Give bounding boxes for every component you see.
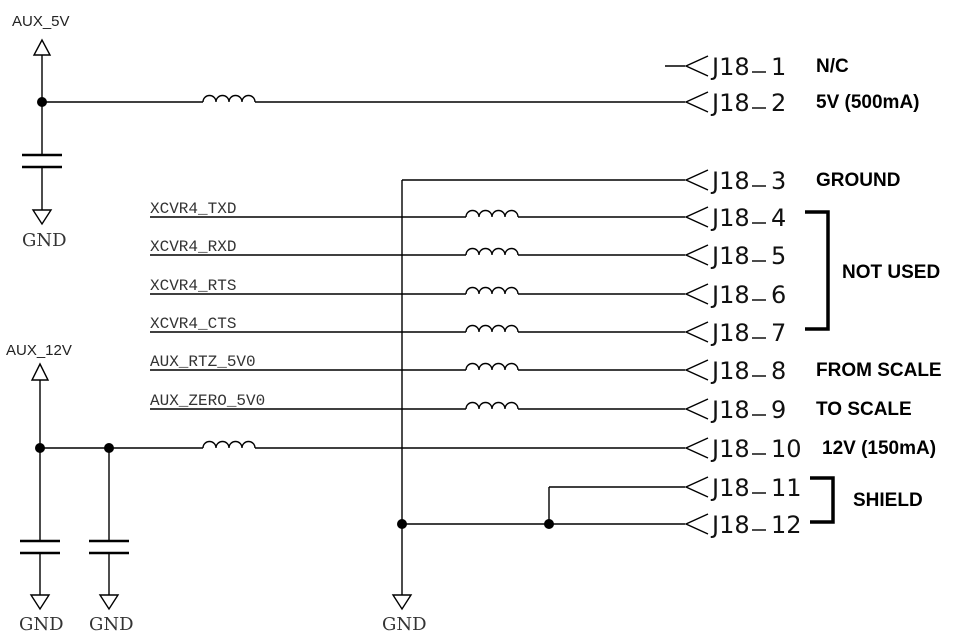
junction-dot [35, 443, 45, 453]
signal-xcvr4-txd: XCVR4_TXD [150, 200, 685, 218]
connector-pin-12: J18 12 [684, 511, 802, 539]
pin-arrow [684, 91, 709, 113]
connector-pin-4: J18 4 [684, 204, 786, 232]
connector-pin-6: J18 6 [684, 281, 786, 309]
ground-symbol-2: GND [19, 594, 64, 635]
signal-xcvr4-rts: XCVR4_RTS [150, 277, 685, 295]
pin-arrow [684, 513, 709, 535]
signal-label: XCVR4_TXD [150, 200, 236, 218]
ground-label: GND [22, 230, 67, 251]
pin-number: 9 [771, 396, 786, 424]
pin-description: 5V (500mA) [816, 92, 920, 113]
pin-ref-label: J18 [710, 89, 750, 117]
pin-arrow [684, 206, 709, 228]
signal-xcvr4-rxd: XCVR4_RXD [150, 238, 685, 256]
aux-5v-power-symbol: AUX_5V [12, 13, 70, 56]
pin-ref-label: J18 [710, 357, 750, 385]
pin-description: 12V (150mA) [822, 438, 936, 459]
group-label-shield: SHIELD [853, 490, 923, 511]
aux-12v-label: AUX_12V [6, 342, 72, 359]
ground-label: GND [382, 614, 427, 635]
connector-pin-11: J18 11 [684, 474, 802, 502]
aux-12v-power-symbol: AUX_12V [6, 342, 72, 381]
pin-description: GROUND [816, 170, 900, 191]
pin-arrow [684, 359, 709, 381]
pin-ref-label: J18 [710, 319, 750, 347]
signal-aux-zero-5v0: AUX_ZERO_5V0 [150, 392, 685, 410]
inductor-aux-5v [202, 94, 256, 103]
junction-dot [37, 97, 47, 107]
connector-pin-8: J18 8 FROM SCALE [684, 357, 942, 385]
bracket-not-used: NOT USED [805, 210, 940, 331]
junction-dot [544, 519, 554, 529]
pin-arrow [684, 476, 709, 498]
pin-arrow [684, 321, 709, 343]
pin-ref-label: J18 [710, 281, 750, 309]
connector-pin-7: J18 7 [684, 319, 786, 347]
pin-arrow [684, 283, 709, 305]
pin-number: 3 [771, 167, 786, 195]
pin-number: 6 [771, 281, 786, 309]
pin-ref-label: J18 [710, 53, 750, 81]
pin-description: TO SCALE [816, 399, 912, 420]
bracket-shield: SHIELD [810, 476, 923, 524]
pin-ref-label: J18 [710, 396, 750, 424]
pin-arrow [684, 169, 709, 191]
pin-arrow [684, 55, 709, 77]
signal-label: XCVR4_RTS [150, 277, 236, 295]
connector-pin-9: J18 9 TO SCALE [684, 396, 912, 424]
ground-symbol-1: GND [22, 209, 67, 251]
connector-pin-2: J18 2 5V (500mA) [684, 89, 920, 117]
signal-label: XCVR4_RXD [150, 238, 236, 256]
connector-pin-5: J18 5 [684, 242, 786, 270]
pin-number: 12 [771, 511, 802, 539]
capacitor-aux-12v-2 [89, 539, 129, 555]
capacitor-aux-5v [22, 153, 62, 169]
pin-ref-label: J18 [710, 167, 750, 195]
ground-label: GND [19, 614, 64, 635]
pin-ref-label: J18 [710, 204, 750, 232]
pin-number: 4 [771, 204, 786, 232]
signal-label: AUX_ZERO_5V0 [150, 392, 265, 410]
signal-aux-rtz-5v0: AUX_RTZ_5V0 [150, 353, 685, 371]
inductor-aux-12v [202, 440, 256, 449]
signal-label: XCVR4_CTS [150, 315, 236, 333]
pin-arrow [684, 437, 709, 459]
pin-arrow [684, 398, 709, 420]
signal-label: AUX_RTZ_5V0 [150, 353, 256, 371]
connector-pin-3: J18 3 GROUND [684, 167, 900, 195]
pin-number: 2 [771, 89, 786, 117]
pin-ref-label: J18 [710, 511, 750, 539]
pin-ref-label: J18 [710, 435, 750, 463]
pin-number: 7 [771, 319, 786, 347]
ground-symbol-3: GND [382, 594, 427, 635]
pin-number: 10 [771, 435, 802, 463]
connector-pin-1: J18 1 N/C [684, 53, 849, 81]
connector-pin-10: J18 10 12V (150mA) [684, 435, 936, 463]
group-label-not-used: NOT USED [842, 262, 940, 283]
aux-5v-label: AUX_5V [12, 13, 70, 30]
ground-symbol-4: GND [89, 594, 134, 635]
pin-number: 11 [771, 474, 802, 502]
pin-number: 1 [771, 53, 786, 81]
pin-arrow [684, 244, 709, 266]
pin-number: 8 [771, 357, 786, 385]
pin-ref-label: J18 [710, 474, 750, 502]
pin-ref-label: J18 [710, 242, 750, 270]
signal-xcvr4-cts: XCVR4_CTS [150, 315, 685, 333]
capacitor-aux-12v-1 [20, 539, 60, 555]
pin-description: FROM SCALE [816, 360, 942, 381]
pin-number: 5 [771, 242, 786, 270]
pin-description: N/C [816, 56, 849, 77]
ground-label: GND [89, 614, 134, 635]
